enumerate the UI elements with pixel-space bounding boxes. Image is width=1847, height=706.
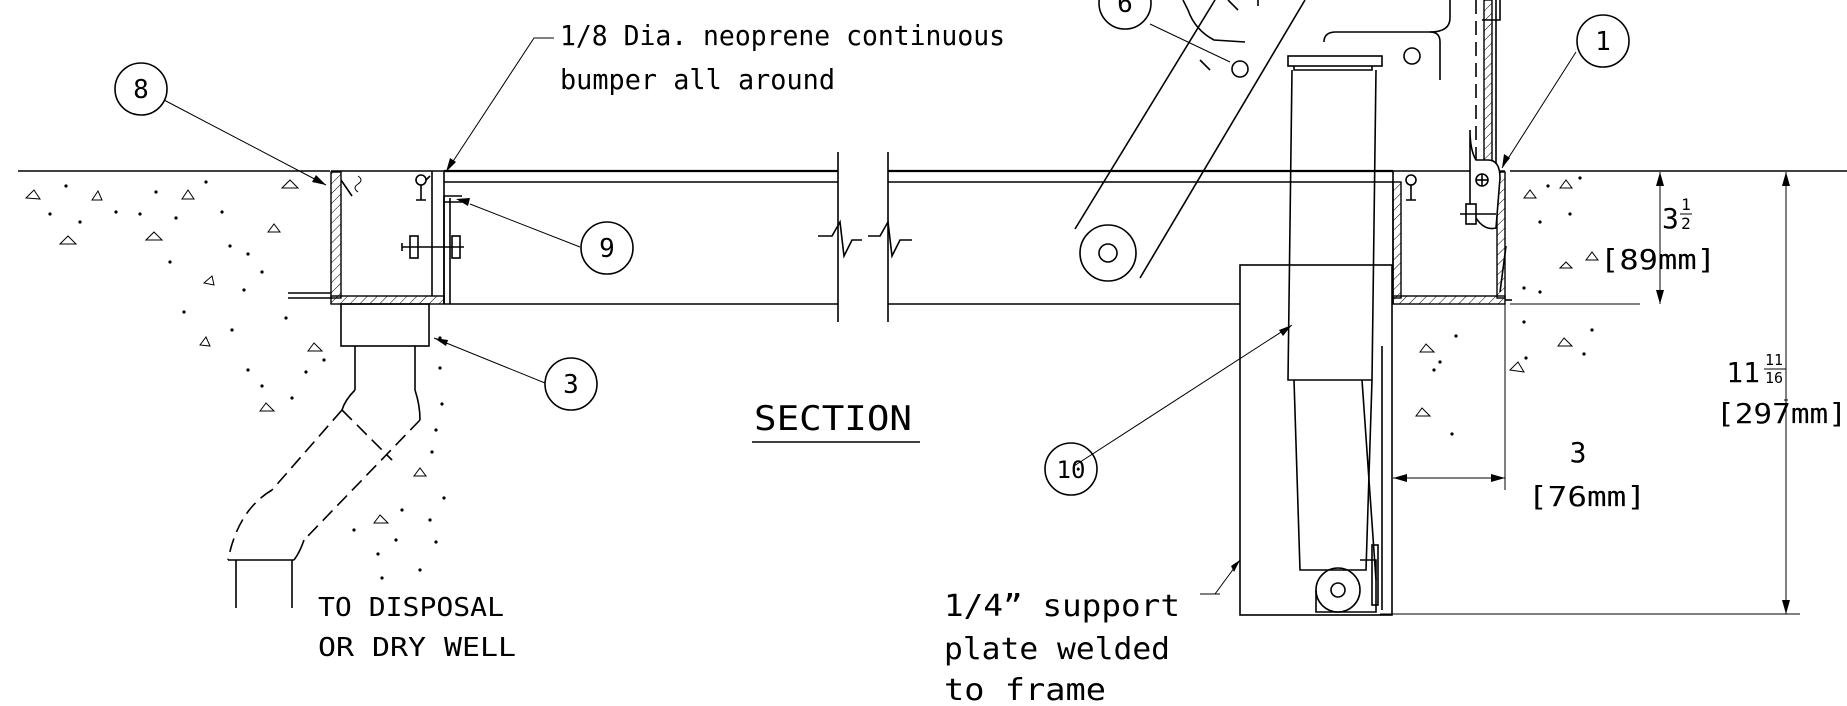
support-plate-note-line-1: 1/4” support xyxy=(944,589,1180,624)
callout-9: 9 xyxy=(580,221,634,275)
support-plate-note-line-3: to frame xyxy=(944,673,1106,706)
callout-8-label: 8 xyxy=(133,75,149,105)
offset-dimension-label: 3 [76mm] xyxy=(1528,436,1646,513)
section-title: SECTION xyxy=(754,399,912,439)
depth-numerator: 1 xyxy=(1681,195,1691,214)
disposal-note-line-1: TO DISPOSAL xyxy=(318,593,504,623)
height-mm: [297mm] xyxy=(1716,397,1847,430)
hinge-bracket-right xyxy=(1460,129,1507,293)
support-plate xyxy=(1239,264,1393,616)
disposal-note-line-2: OR DRY WELL xyxy=(318,633,516,663)
height-numerator: 11 xyxy=(1765,351,1783,369)
callout-3-label: 3 xyxy=(563,370,579,400)
angle-bracket xyxy=(401,195,464,304)
depth-mm: [89mm] xyxy=(1600,243,1716,276)
offset-inches: 3 xyxy=(1570,436,1587,469)
callout-8: 8 xyxy=(114,62,168,116)
offset-mm: [76mm] xyxy=(1528,480,1646,513)
leader-lines xyxy=(163,23,1577,595)
callout-1: 1 xyxy=(1576,14,1630,68)
callout-10-label: 10 xyxy=(1057,456,1086,484)
callout-6-label: 6 xyxy=(1117,0,1133,19)
depth-whole: 3 xyxy=(1662,202,1679,235)
cover-plate xyxy=(444,169,1393,305)
callout-10: 10 xyxy=(1044,442,1098,496)
lift-cylinder xyxy=(1287,69,1379,613)
drain-pipe xyxy=(227,303,430,608)
depth-dimension-label: 3 1 2 [89mm] xyxy=(1585,195,1716,276)
bumper-note-line-2: bumper all around xyxy=(560,63,835,96)
bumper-gasket-left xyxy=(415,174,431,201)
dimension-offset xyxy=(1393,304,1506,490)
lift-cylinder-upper xyxy=(1287,0,1501,80)
hinge-arm xyxy=(1074,0,1306,282)
break-line xyxy=(818,152,912,322)
support-plate-note-line-2: plate welded xyxy=(944,632,1170,667)
left-drain-channel xyxy=(288,170,445,305)
leader-arrowheads xyxy=(312,154,1510,572)
height-dimension-label: 11 11 16 [297mm] xyxy=(1716,351,1847,430)
callout-9-label: 9 xyxy=(599,234,615,264)
bumper-note-line-1: 1/8 Dia. neoprene continuous xyxy=(560,19,1005,52)
dimension-depth xyxy=(1510,172,1664,305)
dimension-height xyxy=(1380,172,1800,615)
right-drain-channel xyxy=(1392,170,1512,305)
door-leaf xyxy=(1475,0,1497,166)
depth-denominator: 2 xyxy=(1681,214,1691,233)
concrete-right xyxy=(1415,176,1594,436)
concrete-left xyxy=(24,179,446,580)
callout-3: 3 xyxy=(544,357,598,411)
height-denominator: 16 xyxy=(1765,369,1783,387)
height-whole: 11 xyxy=(1726,356,1760,389)
callout-1-label: 1 xyxy=(1595,27,1611,57)
callout-6: 6 xyxy=(1098,0,1152,30)
